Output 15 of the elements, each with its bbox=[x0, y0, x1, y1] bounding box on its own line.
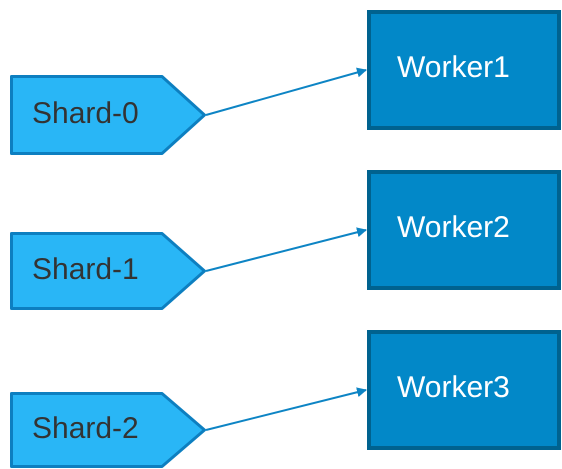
arrow bbox=[206, 387, 367, 431]
node-label: Worker3 bbox=[397, 371, 510, 405]
node-label: Worker1 bbox=[397, 51, 510, 85]
node-label: Worker2 bbox=[397, 211, 510, 245]
worker-box bbox=[367, 10, 561, 130]
shard-tag bbox=[10, 392, 206, 468]
shard-tag bbox=[10, 75, 206, 155]
arrow bbox=[206, 227, 367, 272]
node-label: Shard-2 bbox=[32, 412, 139, 446]
worker-box bbox=[367, 170, 561, 290]
worker-box bbox=[367, 330, 561, 450]
node-label: Shard-1 bbox=[32, 253, 139, 287]
shard-tag bbox=[10, 232, 206, 310]
arrow bbox=[206, 68, 367, 116]
node-label: Shard-0 bbox=[32, 97, 139, 131]
